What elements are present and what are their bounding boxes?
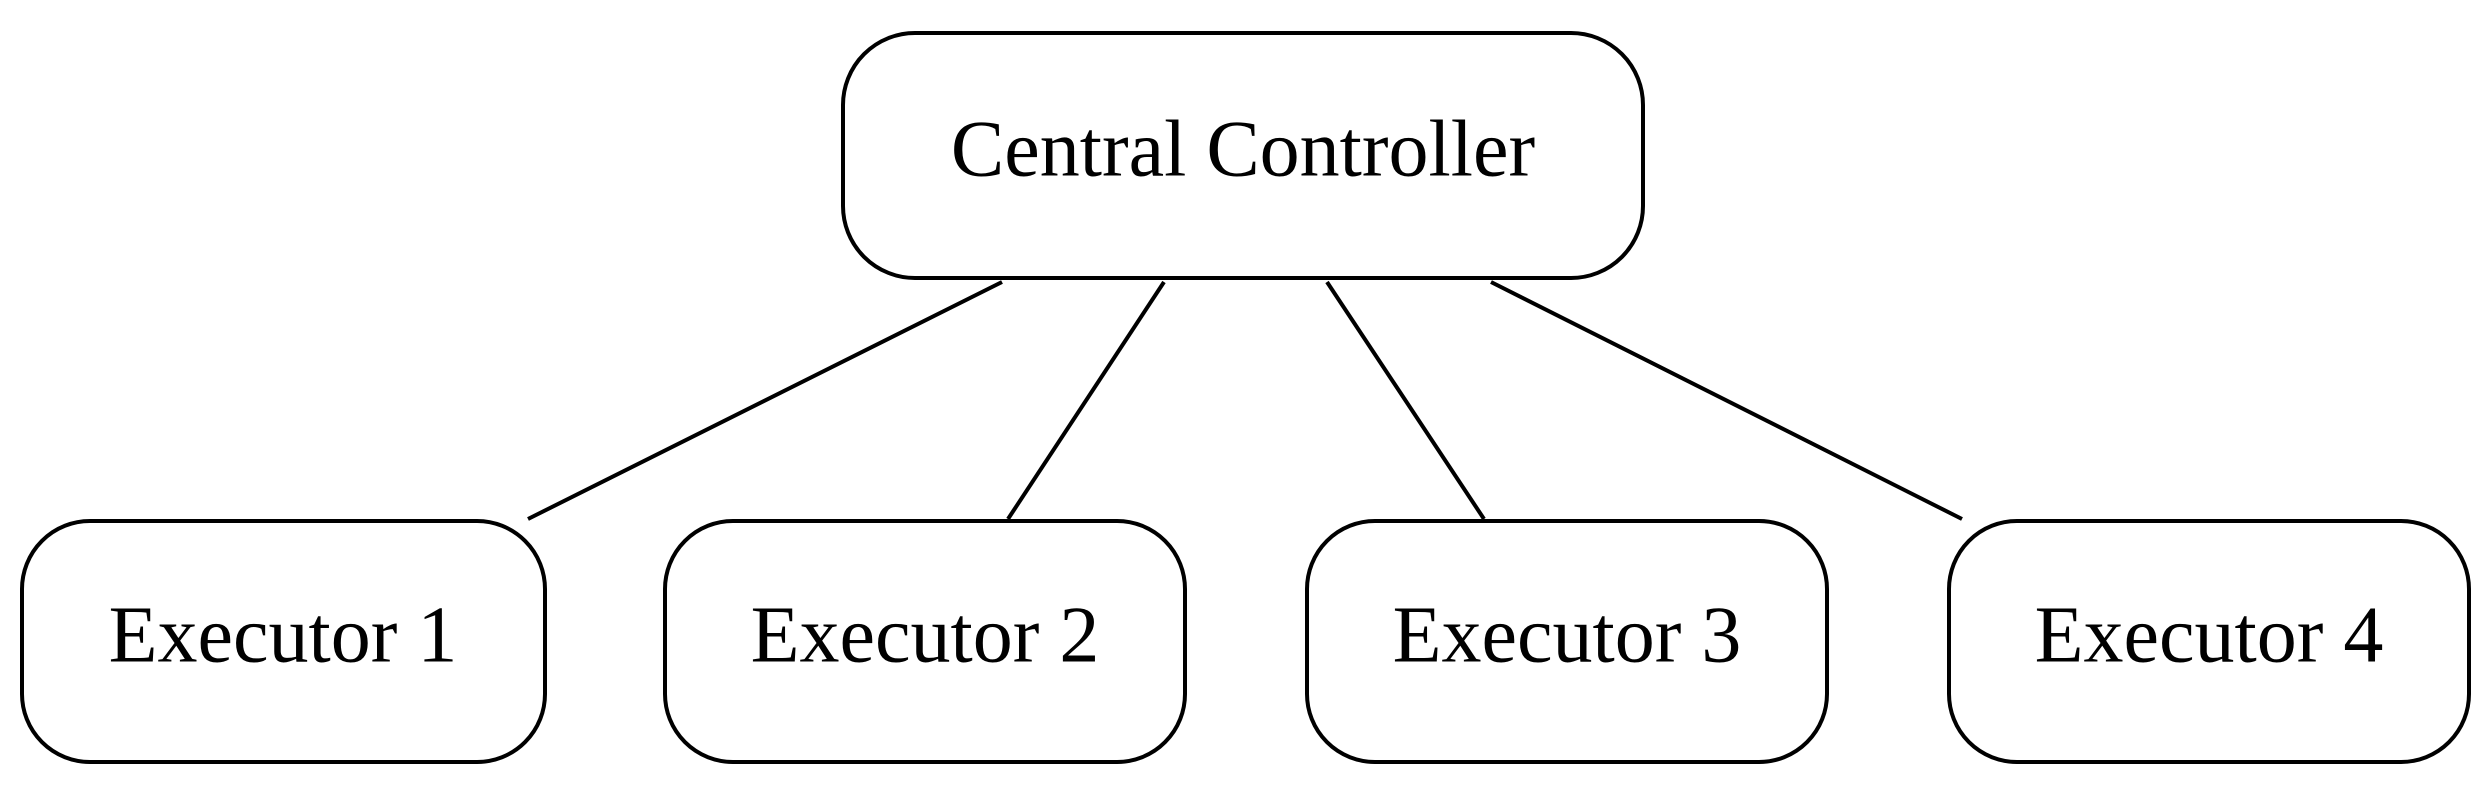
edge-controller-executor-3 [1325,280,1486,521]
executor-box-1 [20,519,547,764]
executor-box-4 [1947,519,2471,764]
edge-controller-executor-2 [1006,280,1166,521]
executor-label-3: Executor 3 [1393,591,1742,679]
executor-node-4: Executor 4 [1947,519,2471,764]
central-controller-label: Central Controller [951,105,1535,193]
edge-controller-executor-1 [527,280,1003,521]
edge-controller-executor-4 [1490,280,1963,521]
central-controller-box [841,31,1645,280]
executor-box-2 [663,519,1187,764]
executor-node-3: Executor 3 [1305,519,1829,764]
central-controller-node: Central Controller [841,31,1645,280]
connectors [527,280,1963,521]
executor-node-1: Executor 1 [20,519,547,764]
executor-node-2: Executor 2 [663,519,1187,764]
executor-label-1: Executor 1 [109,591,458,679]
executor-box-3 [1305,519,1829,764]
executor-label-4: Executor 4 [2035,591,2384,679]
executor-label-2: Executor 2 [751,591,1100,679]
